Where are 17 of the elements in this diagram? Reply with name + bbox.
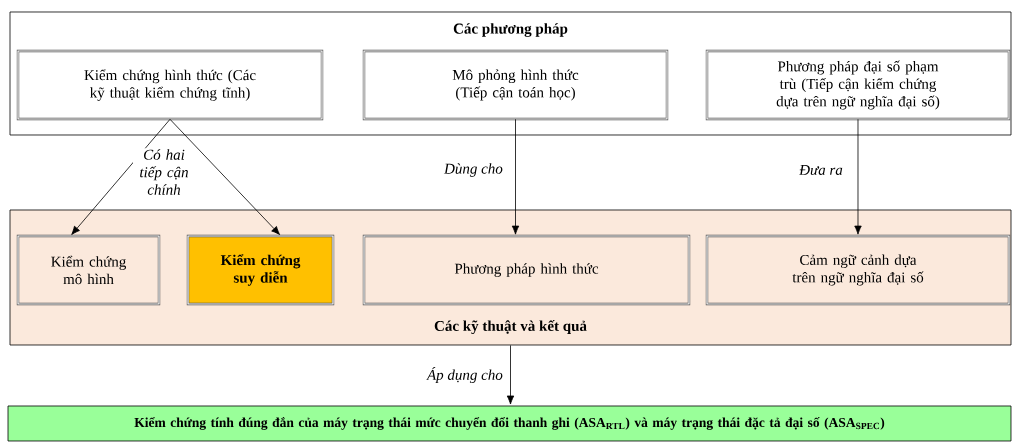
arrow [511, 118, 520, 235]
edge-label: Dùng cho [443, 162, 504, 178]
process-box: Kiểm chứng hình thức (Các kỹ thuật kiểm chứng tĩnh) [16, 49, 324, 121]
edge-label: Đưa ra [798, 164, 844, 176]
arrow [169, 118, 281, 235]
arrow [506, 345, 515, 405]
edge-label: Có hai tiếp cận chính [133, 148, 195, 196]
arrow [71, 118, 171, 235]
process-box: Mô phỏng hình thức (Tiếp cận toán học) [362, 49, 669, 121]
process-box: Cảm ngữ cảnh dựa trên ngữ nghĩa đại số [705, 234, 1011, 306]
process-box: Phương pháp hình thức [362, 234, 691, 306]
highlighted-box: Kiểm chứng suy diễn [186, 234, 335, 306]
process-box: Kiểm chứng mô hình [16, 234, 161, 306]
arrow [854, 118, 862, 235]
result-banner: Kiểm chứng tính đúng đắn của máy trạng thái mức chuyển đổi thanh ghi (ASA$_{RTL}$) và máy trạng thái đặc tả đại số (ASA$_{SPEC}$) [7, 405, 1012, 442]
edge-label: Áp dụng cho [426, 365, 504, 384]
process-box: Phương pháp đại số phạm trù (Tiếp cận kiểm chứng dựa trên ngữ nghĩa đại số) [705, 49, 1011, 121]
